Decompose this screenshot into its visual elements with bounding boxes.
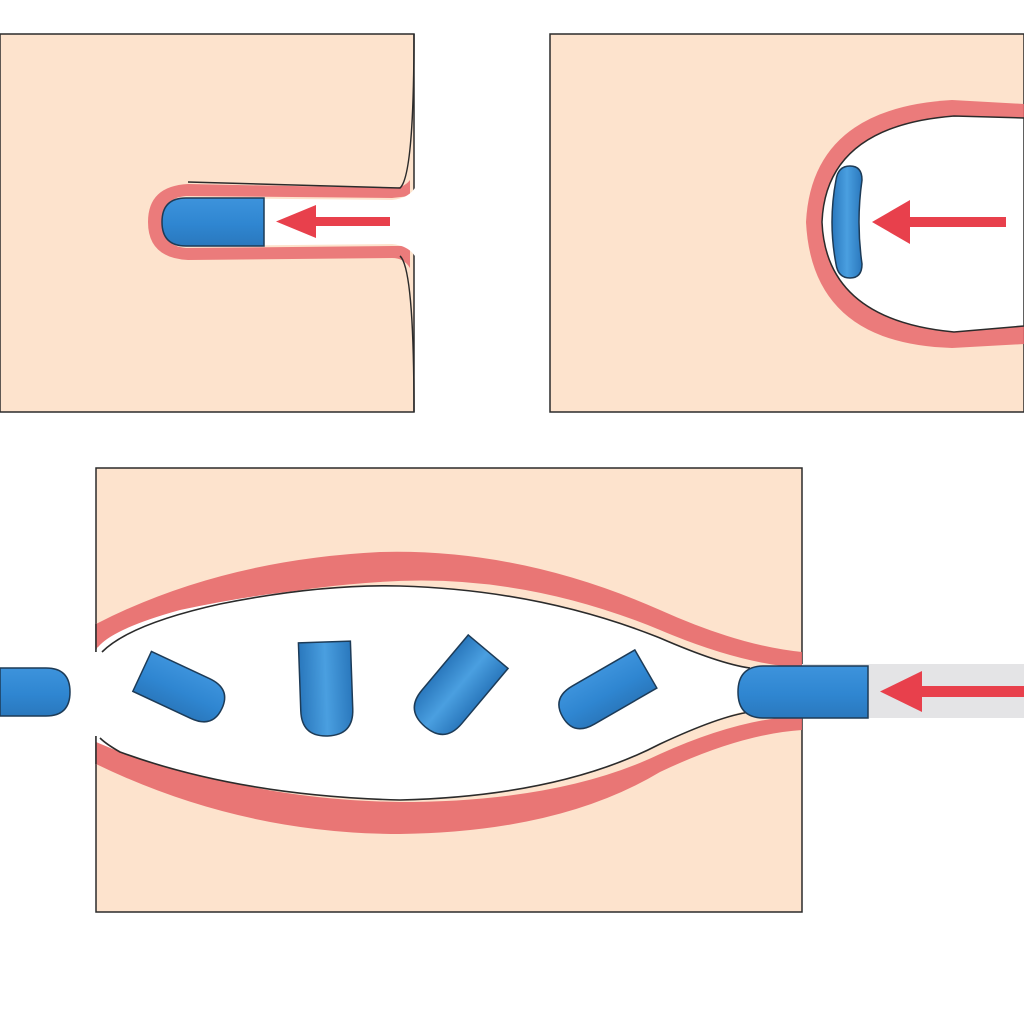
capsule-object (131, 650, 226, 723)
canal-lining (148, 180, 410, 268)
left-arrow-icon (880, 671, 1024, 712)
panel-narrow-canal (0, 33, 416, 413)
lower-lining (96, 716, 802, 834)
lumen-lower-edge (99, 711, 751, 801)
panel-round-cavity (549, 33, 1024, 413)
capsule-object (737, 665, 869, 719)
capsule-object (831, 165, 863, 279)
upper-lining (96, 551, 802, 668)
left-arrow-icon (276, 205, 390, 238)
lumen-upper-edge (101, 585, 751, 669)
left-arrow-icon (872, 200, 1006, 244)
left-opening (88, 652, 102, 736)
capsule-object (297, 640, 354, 737)
capsule-object (558, 648, 658, 730)
capsule-object (161, 197, 265, 247)
capsule-object (413, 633, 510, 736)
capsule-object (0, 667, 71, 717)
canal-outline (187, 33, 415, 413)
panel-wide-lumen (0, 467, 1024, 913)
